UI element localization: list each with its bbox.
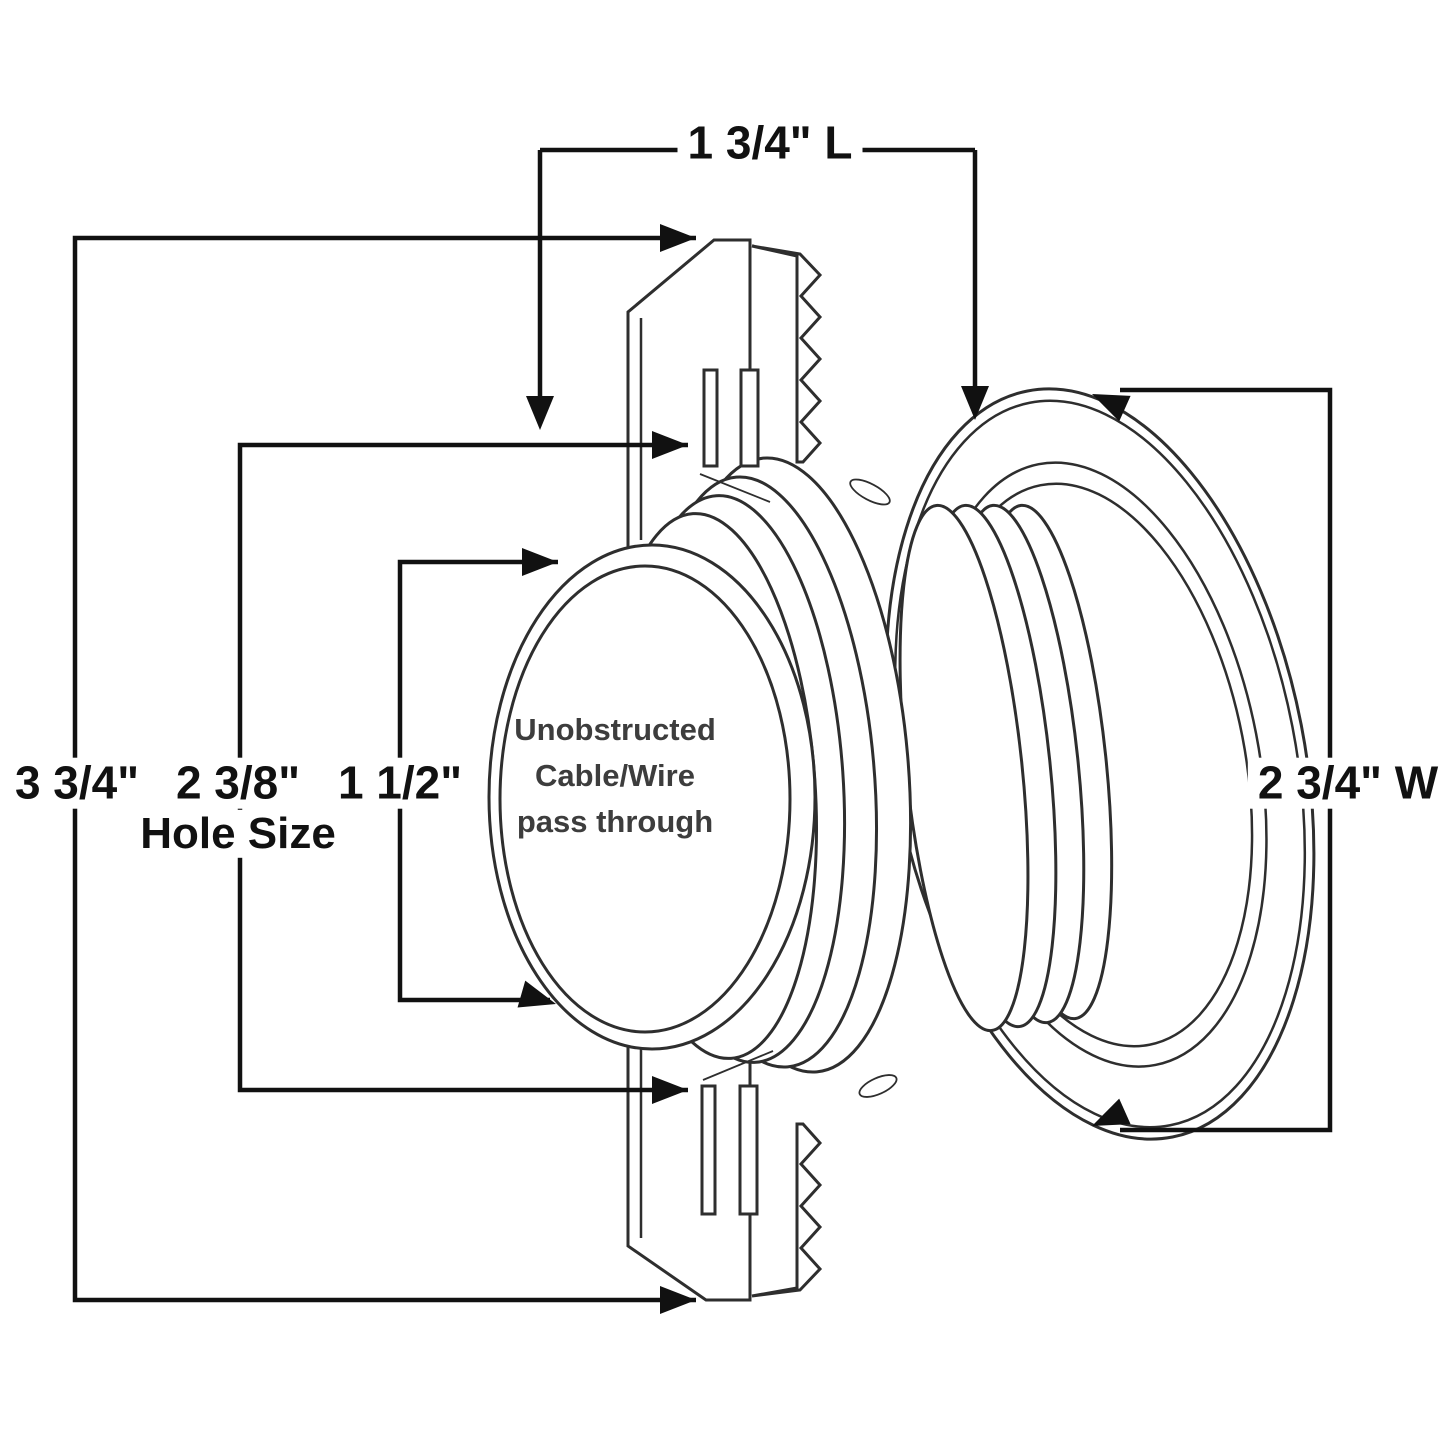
bracket-arm-bottom (626, 1028, 752, 1302)
arrowhead-right-icon (652, 1076, 688, 1104)
dimension-label-right: 2 3/4" W (1247, 758, 1445, 809)
prong-bottom (738, 1084, 759, 1216)
arrowhead-right-icon (517, 980, 556, 1008)
threaded-body (898, 503, 1114, 1033)
arrowhead-right-icon (660, 1286, 696, 1314)
prong-top (702, 368, 719, 468)
pass-through-label-line1: Unobstructed (514, 712, 716, 748)
spring-clip-serration-top (751, 244, 823, 464)
cap-facet-line (702, 1050, 774, 1081)
dimension-label-outer-left: 3 3/4" (4, 758, 150, 809)
pass-through-label-line2: Cable/Wire (535, 758, 695, 794)
cap-facet-line (699, 473, 771, 503)
prong-bottom (700, 1084, 717, 1216)
screw-slot-top (849, 478, 891, 506)
arrowhead-left-icon (1092, 1098, 1131, 1126)
arrowhead-right-icon (660, 224, 696, 252)
arrowhead-right-icon (522, 548, 558, 576)
front-face-plate (498, 564, 792, 1034)
front-face (487, 543, 817, 1051)
pass-through-label: Unobstructed Cable/Wire pass through (514, 707, 716, 845)
dimension-label-hole-caption: Hole Size (130, 809, 346, 859)
arrowhead-left-icon (1092, 394, 1131, 422)
arrowhead-down-icon (961, 386, 989, 420)
arrowhead-down-icon (526, 396, 554, 430)
dimension-label-top: 1 3/4" L (677, 118, 863, 169)
pass-through-label-line3: pass through (516, 803, 714, 839)
spring-clip-prongs (700, 368, 760, 1216)
arrowhead-right-icon (652, 431, 688, 459)
spring-clip-serration-bottom (751, 1122, 823, 1298)
prong-top (739, 368, 760, 468)
dimension-label-hole: 2 3/8" (165, 758, 311, 809)
screw-slot-bottom (858, 1074, 898, 1098)
dimension-label-inner: 1 1/2" (327, 758, 473, 809)
cap-details (849, 478, 898, 1098)
